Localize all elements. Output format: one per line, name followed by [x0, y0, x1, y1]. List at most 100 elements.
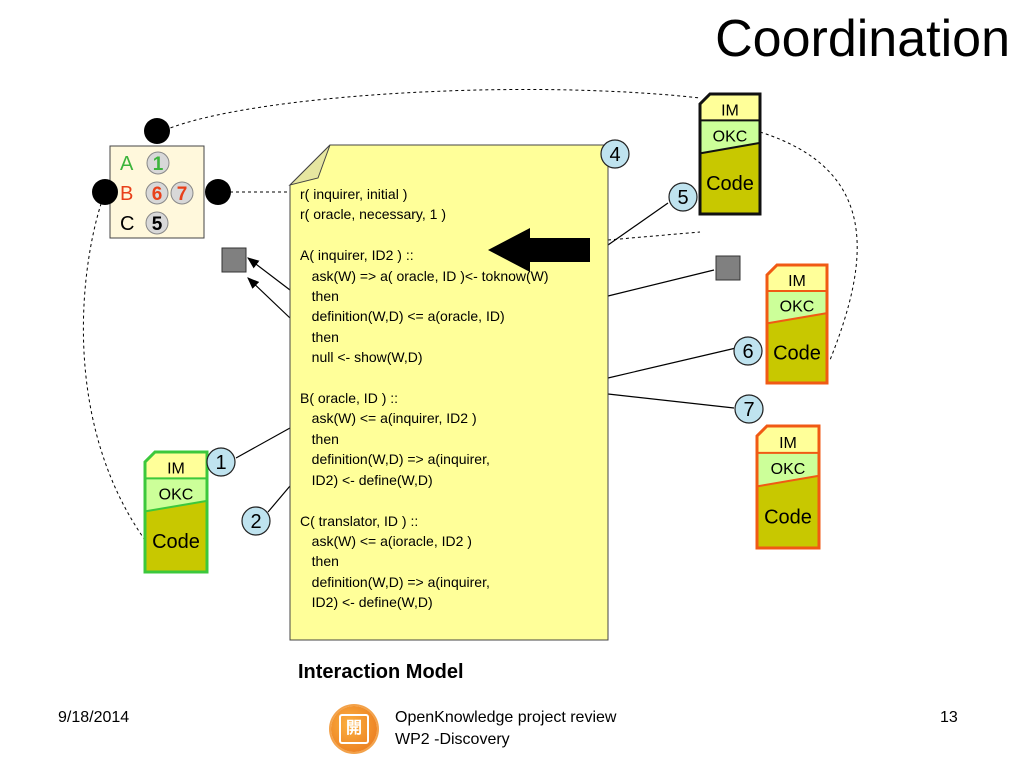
step-badge-6: 6 [733, 336, 763, 366]
peer-im-label: IM [167, 460, 185, 477]
code-line [300, 225, 610, 245]
code-line: definition(W,D) => a(inquirer, [300, 573, 490, 590]
code-line: null <- show(W,D) [300, 349, 423, 366]
peer-card-border [698, 92, 762, 216]
step-badge-number: 1 [215, 452, 226, 474]
step-badge-5: 5 [668, 182, 698, 212]
dashed-link-top [164, 88, 701, 131]
code-line: then [300, 328, 339, 345]
note-fold [288, 144, 331, 186]
step-badge-number: 2 [250, 511, 261, 533]
code-line: r( oracle, necessary, 1 ) [300, 206, 447, 223]
peer-code-label: Code [773, 342, 821, 364]
interaction-model-caption: Interaction Model [298, 661, 464, 683]
role-badge-number: 7 [177, 184, 188, 205]
code-line: ask(W) <= a(ioracle, ID2 ) [300, 532, 472, 549]
line-to-right-square [607, 269, 715, 297]
code-line: ask(W) => a( oracle, ID )<- toknow(W) [300, 267, 549, 284]
peer-im-label: IM [779, 435, 797, 452]
code-line: C( translator, ID ) :: [300, 512, 419, 529]
peer-im-label: IM [721, 102, 739, 119]
interaction-model-code: r( inquirer, initial ) r( oracle, necessa… [300, 184, 610, 613]
code-line: A( inquirer, ID2 ) :: [300, 247, 414, 264]
arrow-to-left-square [247, 257, 291, 291]
node-dot-top [144, 118, 170, 144]
code-line: ID2) <- define(W,D) [300, 594, 433, 611]
footer-line-2: WP2 -Discovery [395, 731, 510, 748]
dashed-link-left [82, 191, 146, 541]
peer-card-border [755, 424, 821, 550]
code-line: r( inquirer, initial ) [300, 186, 408, 202]
peer-code-section [757, 475, 819, 548]
peer-card-orange1: IM OKC Code [765, 263, 829, 385]
peer-okc-label: OKC [713, 128, 748, 145]
role-badge-number: 1 [153, 154, 164, 175]
arrow-to-left-square-2 [247, 277, 291, 319]
peer-im-section [145, 452, 207, 479]
logo-glyph-icon: 開 [339, 714, 369, 744]
peer-code-section [767, 313, 827, 383]
peer-code-section [145, 500, 207, 572]
slide-title: Coordination [715, 10, 1010, 68]
peer-okc-label: OKC [159, 486, 194, 503]
peer-card-olive: IM OKC Code [698, 92, 762, 216]
role-badge-number: 5 [152, 214, 163, 235]
peer-im-section [767, 265, 827, 291]
line-to-badge-1 [235, 427, 291, 459]
footer-line-1: OpenKnowledge project review [395, 709, 617, 726]
page-number: 13 [940, 709, 958, 726]
footer-project-text: OpenKnowledge project review WP2 -Discov… [395, 707, 616, 751]
node-dot-left [92, 179, 118, 205]
role-letter-a: A [120, 153, 134, 175]
step-badge-2: 2 [241, 506, 271, 536]
code-line: ID2) <- define(W,D) [300, 471, 433, 488]
peer-im-section [757, 426, 819, 453]
code-line: B( oracle, ID ) :: [300, 390, 399, 407]
peer-im-label: IM [788, 273, 806, 290]
step-badge-1: 1 [206, 447, 236, 477]
peer-code-label: Code [152, 531, 200, 553]
code-line: ask(W) <= a(inquirer, ID2 ) [300, 410, 477, 427]
footer-date: 9/18/2014 [58, 709, 130, 726]
step-badge-number: 5 [677, 187, 688, 209]
solid-connectors [235, 159, 737, 513]
role-badge-circle [146, 151, 170, 175]
step-badge-4: 4 [600, 139, 630, 169]
code-line: definition(W,D) <= a(oracle, ID) [300, 308, 505, 325]
line-to-badge-7 [607, 393, 735, 409]
role-letter-b: B [120, 183, 133, 205]
step-badge-number: 6 [742, 341, 753, 363]
peer-card-green: IM OKC Code [143, 450, 209, 574]
role-badge-number: 6 [152, 184, 163, 205]
peer-node-square-left [221, 247, 247, 273]
code-line [300, 368, 610, 388]
openknowledge-logo: 開 [331, 706, 377, 752]
peer-node-square-right [715, 255, 741, 281]
peer-im-section [700, 94, 760, 121]
node-dot-right [205, 179, 231, 205]
peer-code-section [700, 142, 760, 214]
peer-okc-label: OKC [780, 299, 815, 316]
role-badge-circle [145, 181, 169, 205]
step-badges: 1 2 4 5 6 7 [206, 139, 764, 536]
peer-code-label: Code [764, 507, 812, 529]
pointer-arrow [488, 228, 590, 272]
dashed-link-right [759, 131, 858, 361]
role-badge-circle [170, 181, 194, 205]
role-letter-c: C [120, 213, 134, 235]
line-to-badge-6 [607, 347, 737, 379]
line-to-badge-5 [607, 202, 669, 246]
peer-code-label: Code [706, 173, 754, 195]
code-line: then [300, 553, 339, 570]
step-badge-7: 7 [734, 394, 764, 424]
peer-card-border [765, 263, 829, 385]
peer-card-orange2: IM OKC Code [755, 424, 821, 550]
peer-okc-label: OKC [771, 461, 806, 478]
peer-card-border [143, 450, 209, 574]
code-line: definition(W,D) => a(inquirer, [300, 451, 490, 468]
role-badge-circle [145, 211, 169, 235]
step-badge-number: 7 [743, 399, 754, 421]
code-line: then [300, 430, 339, 447]
